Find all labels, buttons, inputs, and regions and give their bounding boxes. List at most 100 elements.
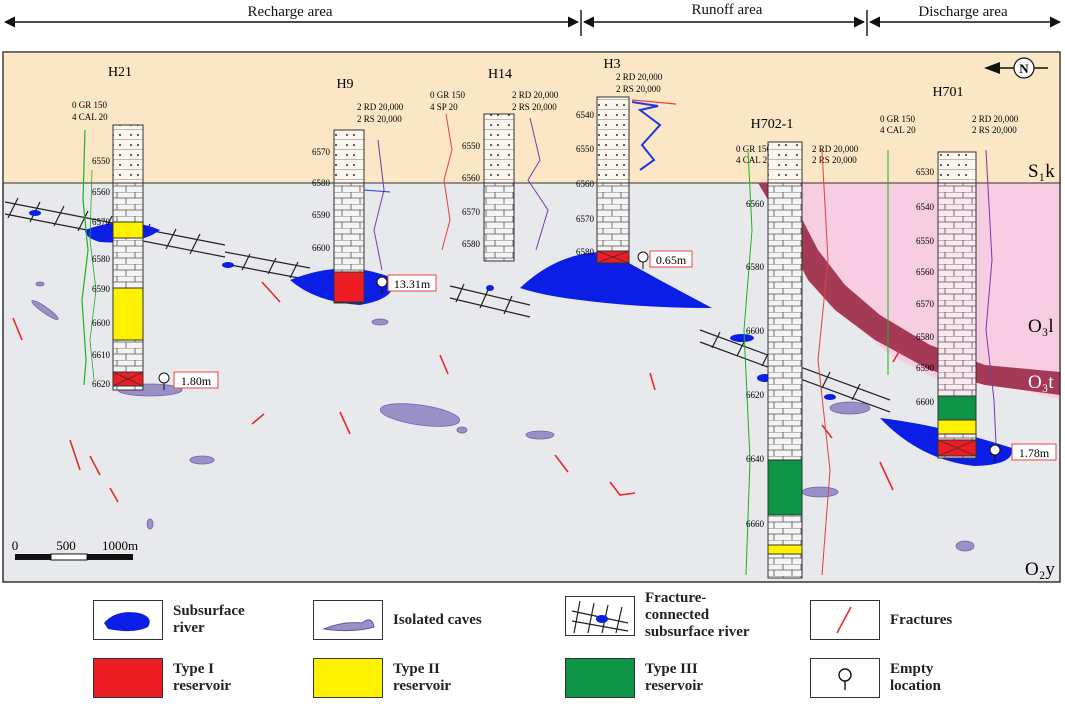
formation-labels: S₁k O₃l O₃t O₂y [1025,161,1055,580]
legend-item-type-i: Type I reservoir [93,658,231,698]
legend-label: Empty location [890,661,941,694]
fracture [609,481,636,496]
well-name: H701 [932,85,963,100]
depth-label: 6550 [916,236,935,246]
fracture-icon [810,600,880,640]
depth-label: 6580 [746,262,765,272]
fracture [251,413,265,425]
log-label: 4 CAL 20 [736,155,772,165]
log-label: 4 CAL 20 [72,112,108,122]
legend-item-empty-location: Empty location [810,658,941,698]
formation-o2y-label: O₂y [1025,559,1055,580]
fracture [109,487,119,503]
empty-location-marker: 13.31m [376,274,437,294]
log-label: 2 RS 20,000 [512,102,557,112]
depth-label: 6590 [916,363,935,373]
depth-label: 6600 [312,243,331,253]
fracture [879,461,894,491]
well-name: H3 [603,57,620,72]
empty-location-icon [810,658,880,698]
north-label: N [1019,61,1029,76]
type-iii-reservoir [937,395,977,421]
depth-ticks: 6570 6580 6590 6600 [312,147,331,253]
depth-label: 6620 [746,390,765,400]
fracture-connected-river-icon [565,595,635,636]
depth-label: 6540 [576,110,595,120]
well-name: H9 [336,77,353,92]
depth-label: 6570 [916,299,935,309]
depth-label: 6550 [576,144,595,154]
empty-thickness-label: 1.80m [181,374,212,388]
subsurface-river [29,210,41,216]
isolated-cave [801,486,839,498]
subsurface-river [486,285,494,291]
type-i-reservoir [333,271,365,303]
isolated-cave [456,426,468,434]
depth-label: 6660 [746,519,765,529]
well-h701: H701 0 GR 150 4 CAL 20 2 RD 20,000 2 RS … [880,85,1057,462]
subsurface-river [222,262,234,268]
log-label: 2 RS 20,000 [972,125,1017,135]
well-name: H702-1 [751,117,794,132]
depth-label: 6580 [92,254,111,264]
empty-location-marker: 0.65m [637,250,693,269]
legend-item-subsurface-river: Subsurface river [93,600,245,640]
fracture [261,281,281,303]
legend-label: Fracture- connected subsurface river [645,590,750,640]
fracture [12,317,23,341]
type-i-reservoir-icon [93,658,163,698]
s1k-cretaceous-band [3,52,1060,183]
subsurface-river-icon [93,600,163,640]
isolated-cave [35,281,45,287]
well-h702-1: H702-1 0 GR 150 4 CAL 20 2 RD 20,000 2 R… [736,117,859,579]
subsurface-river [824,394,836,400]
isolated-cave [379,403,461,427]
depth-label: 6570 [92,217,111,227]
depth-label: 6560 [462,173,481,183]
type-ii-reservoir [937,419,977,435]
subsurface-river [730,334,754,342]
fracture [439,354,449,375]
formation-o3l-label: O₃l [1028,316,1054,337]
zone-header: Recharge area Runoff area Discharge area [3,0,1062,36]
legend-label: Subsurface river [173,603,245,636]
type-iii-reservoir-icon [565,658,635,698]
scale-label: 0 [12,538,19,553]
legend-label: Fractures [890,611,953,628]
depth-ticks: 6540 6550 6560 6570 6580 [576,110,595,257]
legend-label: Type III reservoir [645,661,704,694]
depth-label: 6590 [312,210,331,220]
depth-label: 6580 [916,332,935,342]
type-ii-reservoir [112,287,144,341]
zone-runoff-label: Runoff area [692,2,763,18]
depth-label: 6570 [312,147,331,157]
depth-label: 6580 [576,247,595,257]
well-h9: H9 2 RD 20,000 2 RS 20,000 6570 6580 659… [312,77,437,304]
log-label: 0 GR 150 [72,100,108,110]
isolated-cave [31,300,59,320]
legend-label: Type II reservoir [393,661,452,694]
log-label: 2 RD 20,000 [812,144,859,154]
isolated-cave [525,430,555,440]
type-iii-reservoir [767,459,803,516]
depth-label: 6590 [92,284,111,294]
type-ii-reservoir [112,221,144,239]
discharge-pink-zone [760,183,1060,400]
depth-label: 6580 [462,239,481,249]
depth-label: 6530 [916,167,935,177]
empty-thickness-label: 13.31m [394,277,431,291]
zone-discharge-label: Discharge area [918,4,1008,20]
legend: Subsurface river Isolated caves Fracture… [0,590,1065,707]
scale-bar: 0 500 1000m [12,538,138,561]
well-h21: H21 0 GR 150 4 CAL 20 6550 6560 6570 658… [72,65,219,391]
formation-s1k-label: S₁k [1028,161,1055,182]
fracture [821,424,833,439]
legend-item-type-ii: Type II reservoir [313,658,451,698]
isolated-cave-icon [313,600,383,640]
isolated-cave [146,518,154,530]
log-label: 2 RS 20,000 [357,114,402,124]
depth-label: 6620 [92,379,111,389]
fracture [554,454,569,473]
depth-ticks: 6550 6560 6570 6580 6590 6600 6610 6620 [92,156,111,389]
well-h14: H14 0 GR 150 4 SP 20 2 RD 20,000 2 RS 20… [430,67,559,262]
